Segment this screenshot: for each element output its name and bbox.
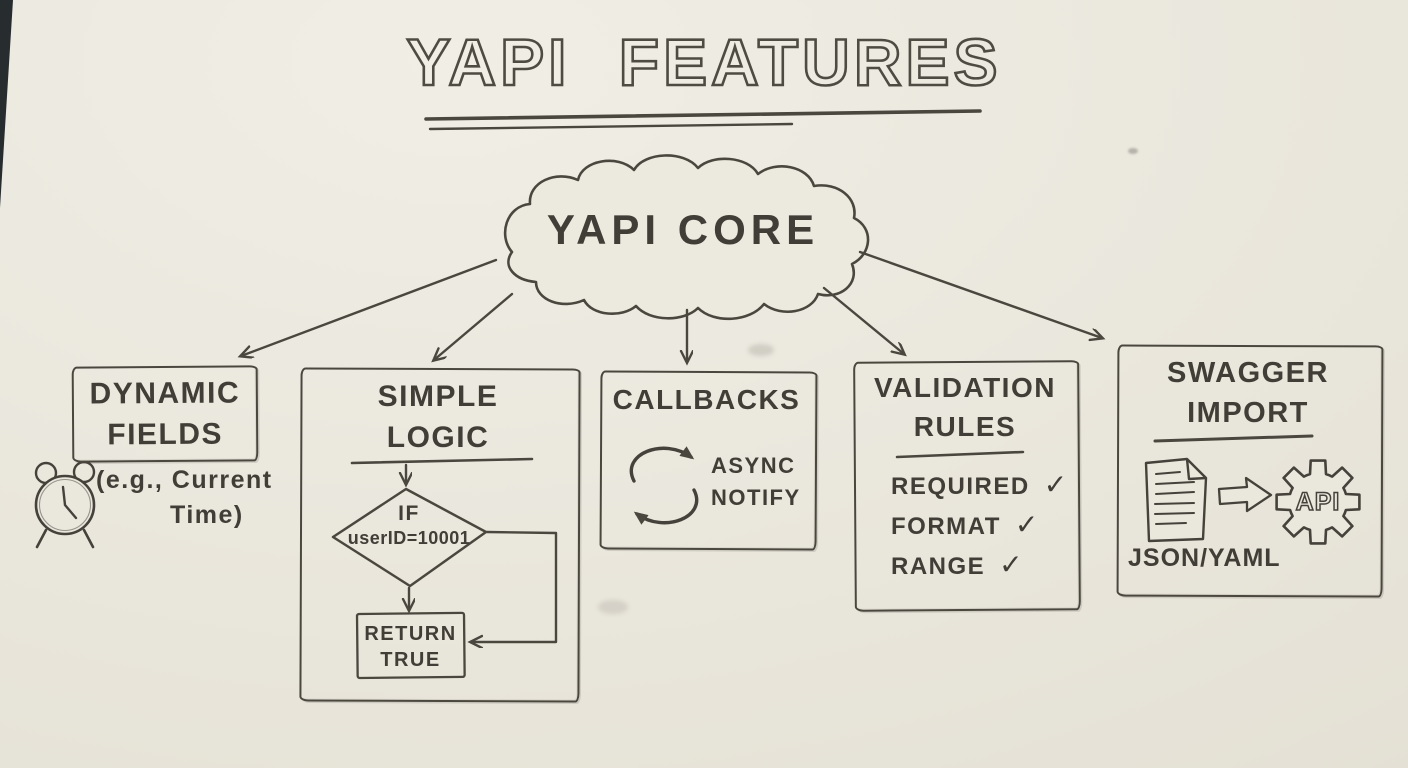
gear-api-label: API	[1295, 487, 1341, 517]
title-underline	[424, 109, 982, 121]
swagger-title-line1: SWAGGER	[1167, 357, 1329, 389]
page-title: YAPI FEATURES	[405, 24, 1002, 101]
simple-logic-title-line1: SIMPLE	[377, 380, 499, 413]
gear-api-icon	[1275, 459, 1361, 545]
dynamic-fields-title-line1: DYNAMIC	[89, 376, 241, 411]
return-true-box	[355, 611, 466, 680]
arrow-core-to-swagger-import	[858, 250, 1102, 338]
swagger-formats-label: JSON/YAML	[1128, 544, 1281, 572]
dynamic-fields-example-line1: (e.g., Current	[96, 466, 273, 494]
checkmark-icon: ✓	[1014, 508, 1040, 540]
validation-item-label: FORMAT	[891, 513, 1001, 540]
simple-logic-title-line2: LOGIC	[386, 421, 490, 455]
arrow-core-to-dynamic-fields	[241, 258, 498, 356]
title-underline-2	[428, 122, 794, 131]
validation-item: REQUIRED ✓	[891, 467, 1069, 507]
simple-logic-title-underline	[350, 457, 534, 465]
swagger-title-underline	[1153, 434, 1314, 443]
validation-title-line2: RULES	[913, 410, 1017, 442]
simple-logic-title: SIMPLE LOGIC	[306, 376, 570, 459]
callbacks-title: CALLBACKS	[612, 384, 801, 415]
checkmark-icon: ✓	[1043, 468, 1069, 500]
callbacks-label-async: ASYNC	[711, 453, 796, 478]
return-line1: RETURN	[364, 623, 457, 645]
return-line2: TRUE	[380, 649, 441, 671]
dynamic-fields-title-line2: FIELDS	[107, 417, 224, 452]
return-true-label: RETURN TRUE	[357, 621, 464, 673]
yapi-core-label: YAPI CORE	[546, 206, 820, 253]
double-arrow-right-icon	[1217, 476, 1273, 513]
alarm-clock-icon	[34, 460, 96, 549]
refresh-cycle-icon	[629, 446, 699, 525]
arrow-core-to-simple-logic	[434, 292, 514, 360]
feature-box-dynamic-fields: DYNAMIC FIELDS	[71, 365, 259, 463]
callbacks-label-notify: NOTIFY	[711, 485, 801, 510]
validation-checklist: REQUIRED ✓ FORMAT ✓ RANGE ✓	[891, 467, 1069, 587]
swagger-title-line2: IMPORT	[1187, 397, 1309, 430]
checkmark-icon: ✓	[999, 548, 1025, 580]
validation-title-underline	[895, 450, 1025, 459]
validation-item: FORMAT ✓	[891, 507, 1069, 547]
loopback-connector	[471, 530, 558, 642]
document-icon	[1144, 457, 1208, 543]
decision-diamond-label: IF userID=10001	[335, 501, 483, 550]
diamond-line1: IF	[398, 502, 420, 525]
validation-item: RANGE ✓	[891, 547, 1069, 587]
validation-title-line1: VALIDATION	[874, 372, 1056, 403]
swagger-title: SWAGGER IMPORT	[1117, 353, 1379, 433]
diamond-line2: userID=10001	[347, 528, 471, 549]
arrow-core-to-validation-rules	[822, 286, 904, 354]
validation-title: VALIDATION RULES	[854, 369, 1076, 446]
dynamic-fields-example-line2: Time)	[170, 501, 244, 529]
validation-item-label: RANGE	[891, 553, 986, 580]
validation-item-label: REQUIRED	[891, 473, 1030, 500]
yapi-core-cloud	[503, 154, 870, 321]
